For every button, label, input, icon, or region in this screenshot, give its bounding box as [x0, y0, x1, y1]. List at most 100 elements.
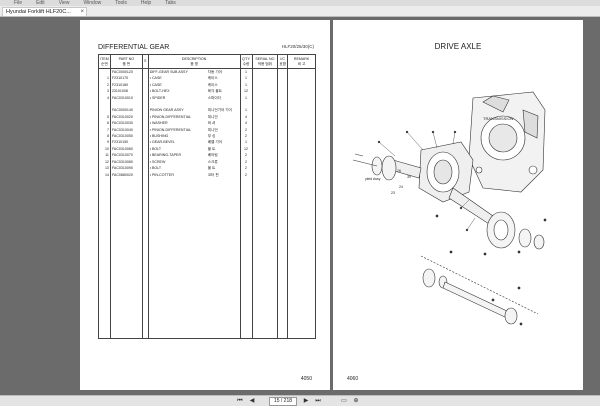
menu-window[interactable]: Window [83, 0, 102, 6]
description-text: • BOLT-HEX [149, 89, 170, 94]
left-page: DIFFERENTIAL GEAR HLF20/25/30(C) ITEM 순번… [80, 20, 330, 390]
part-number: F2310170 [109, 75, 143, 82]
col-serial-no: SERIAL NO 적용 범위 [251, 54, 279, 69]
tab-title: Hyundai Forklift HLF20C... [6, 9, 71, 15]
item-number: 1 [98, 75, 111, 82]
label-39: 39 [407, 175, 411, 179]
last-page-icon[interactable]: ⏭ [315, 398, 321, 404]
col-qty: Q'TY 수량 [239, 54, 253, 69]
transmission-housing [468, 91, 546, 193]
qty-cell [239, 101, 253, 108]
item-number [98, 107, 111, 114]
part-number: FAC0310060 [109, 145, 143, 153]
description-text: • BUSHING [149, 134, 169, 139]
qty-cell: 4 [239, 113, 253, 121]
remark-cell [287, 152, 316, 159]
diagram-title: DRIVE AXLE [434, 42, 482, 51]
remark-cell [287, 113, 316, 121]
description-korean: 부 싱 [207, 134, 216, 139]
description-text: • CASE [149, 82, 162, 87]
menu-help[interactable]: Help [140, 0, 152, 6]
remark-cell [287, 101, 316, 108]
qty-cell: 1 [239, 139, 253, 146]
item-number: 7 [98, 126, 111, 134]
qty-cell: 1 [239, 68, 253, 76]
description-text: • PIN-COTTER [149, 172, 174, 177]
right-page: DRIVE AXLE TRANSMISSION [333, 20, 583, 390]
item-number: 10 [98, 145, 111, 153]
close-icon[interactable]: × [80, 9, 84, 15]
qty-cell: 12 [239, 88, 253, 95]
description-korean: 육각 볼트 [207, 89, 222, 94]
item-number: 11 [98, 152, 111, 159]
description-text: • GEAR-BEVEL [149, 140, 175, 145]
right-hub-assembly [486, 211, 545, 250]
bottom-toolbar: ⏮ ◀ 15 / 218 ▶ ⏭ ▭ ⊕ [0, 395, 600, 406]
remark-cell [287, 88, 316, 95]
remark-cell [287, 68, 316, 76]
remark-cell [287, 165, 316, 172]
table-filler-row [98, 177, 316, 339]
menu-view[interactable]: View [58, 0, 70, 6]
menu-tabs[interactable]: Tabs [165, 0, 176, 6]
description-text: • BEARING-TAPER [149, 153, 182, 158]
description-korean: 베벨 기어 [207, 140, 222, 145]
part-number: 23101008 [109, 88, 143, 95]
first-page-icon[interactable]: ⏮ [237, 398, 243, 404]
prev-page-icon[interactable]: ◀ [249, 398, 255, 404]
label-23: 23 [391, 191, 395, 195]
label-24: 24 [399, 185, 403, 189]
description-korean: 차동 기어 [207, 70, 222, 74]
part-number: FAC0310050 [109, 133, 143, 140]
menu-file[interactable]: File [14, 0, 23, 6]
item-number [98, 68, 111, 76]
description-korean: 와 셔 [207, 121, 216, 126]
document-viewer[interactable]: DIFFERENTIAL GEAR HLF20/25/30(C) ITEM 순번… [0, 17, 600, 395]
item-number: 12 [98, 158, 111, 166]
qty-cell: 2 [239, 152, 253, 159]
menu-edit[interactable]: Edit [36, 0, 45, 6]
remark-cell [287, 75, 316, 82]
menu-tools[interactable]: Tools [115, 0, 127, 6]
description-text: • PINION-DIFFERENTIAL [149, 127, 192, 132]
next-page-icon[interactable]: ▶ [303, 398, 309, 404]
part-number: FAC0000140 [109, 107, 143, 114]
parts-table: ITEM 순번 PART NO 품 번 S DESCRIPTION 품 명 Q'… [98, 54, 316, 339]
description-text: • SPIDER [149, 95, 166, 100]
callout-marks [377, 130, 547, 326]
description-cell: • BOLT-HEX 육각 볼트 [147, 88, 241, 95]
col-part-no: PART NO 품 번 [109, 54, 143, 69]
model-code: HLF20/25/30(C) [281, 44, 314, 49]
item-number [98, 101, 111, 108]
zoom-icon[interactable]: ⊕ [353, 398, 359, 404]
description-korean: 스파이더 [207, 95, 221, 100]
ic-cell [277, 68, 289, 76]
description-korean: 베어링 [207, 153, 218, 158]
qty-cell: 2 [239, 158, 253, 166]
description-text: • BOLT [149, 146, 162, 151]
part-number: FAC0310070 [109, 152, 143, 159]
fit-page-icon[interactable]: ▭ [341, 398, 347, 404]
part-number: FAC0000120 [109, 68, 143, 76]
col-item: ITEM 순번 [98, 54, 111, 69]
table-header-row: ITEM 순번 PART NO 품 번 S DESCRIPTION 품 명 Q'… [98, 54, 316, 69]
page-title: DIFFERENTIAL GEAR [98, 44, 170, 51]
col-remark: REMARK 비 고 [287, 54, 316, 69]
remark-cell [287, 94, 316, 102]
qty-cell: 2 [239, 133, 253, 140]
qty-cell: 4 [239, 120, 253, 127]
description-text: PINION GEAR ASSY [149, 108, 184, 113]
document-tab[interactable]: Hyundai Forklift HLF20C... × [2, 7, 87, 16]
axle-housing [390, 141, 494, 225]
part-number: F2310180 [109, 81, 143, 89]
description-korean: 피니언 [207, 127, 218, 132]
item-number: 14 [98, 171, 111, 178]
